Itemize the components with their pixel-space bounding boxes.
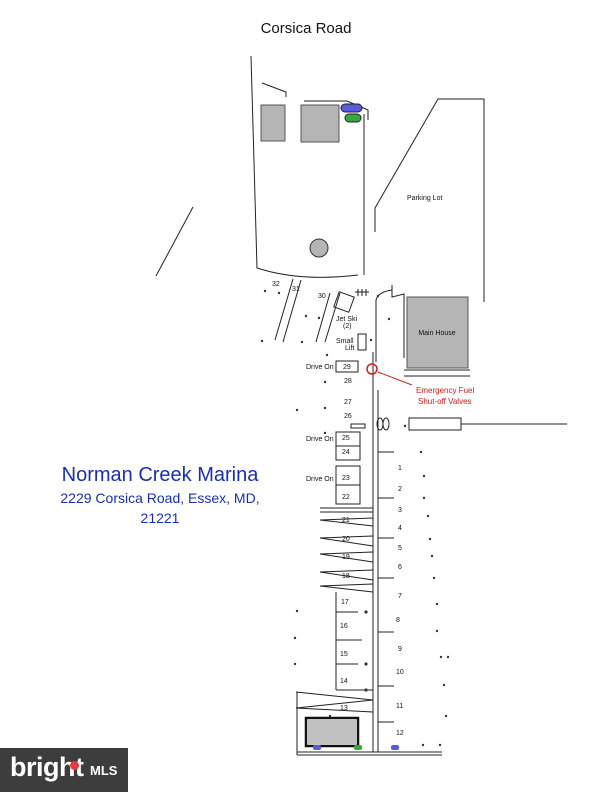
slip-dock-26 (350, 423, 366, 429)
slip-number-right: 9 (398, 646, 402, 653)
drive-on-29 (335, 360, 359, 373)
shoreline (155, 206, 194, 277)
slip-number-north: 32 (272, 281, 280, 288)
slip-number-left: 14 (340, 678, 348, 685)
boathouse-fill (308, 720, 356, 744)
main-house-label: Main House (418, 330, 455, 337)
main-house-building (406, 296, 469, 369)
slip-number-right: 3 (398, 507, 402, 514)
watermark-suffix: MLS (90, 763, 118, 778)
jetski-label: Jet Ski (336, 316, 357, 323)
house-lot (391, 285, 405, 358)
slip-number-right: 7 (398, 593, 402, 600)
finger-pier-30 (315, 292, 331, 343)
fuel-valve-icons (376, 417, 390, 431)
slip-number-right: 6 (398, 564, 402, 571)
slip-number-left: 21 (342, 517, 350, 524)
small-lift-label: Small (336, 338, 354, 345)
slip-number-left: 13 (340, 705, 348, 712)
finger-pier-31 (282, 279, 302, 343)
slip-fingers-lower (319, 507, 374, 593)
drive-on-label-25: Drive On (306, 436, 334, 443)
piling-dots (260, 289, 450, 747)
emergency-label-2: Shut-off Valves (418, 397, 472, 406)
marina-address: 2229 Corsica Road, Essex, MD, (60, 490, 260, 506)
lot-curb (261, 82, 287, 97)
parking-lot-outline (374, 98, 485, 302)
building-west (260, 104, 286, 142)
upper-lot-outline (250, 55, 359, 278)
drive-on-label-23: Drive On (306, 476, 334, 483)
marina-zip: 21221 (140, 510, 180, 526)
vehicle-green (344, 113, 362, 123)
right-side-fingers (378, 451, 394, 723)
jetski-lift (333, 291, 355, 313)
slip-number-right: 4 (398, 525, 402, 532)
fuel-tank (309, 238, 329, 258)
finger-pier-30 (324, 292, 341, 343)
marina-info: Norman Creek Marina 2229 Corsica Road, E… (40, 462, 280, 528)
vehicle-blue (340, 103, 363, 113)
small-lift-label-2: Lift (345, 345, 354, 352)
slip-number-left: 23 (342, 475, 350, 482)
slip-number-right: 8 (396, 617, 400, 624)
slip-number-right: 10 (396, 669, 404, 676)
parking-lot-label: Parking Lot (407, 195, 442, 202)
small-lift (357, 333, 367, 351)
jetski-count: (2) (343, 323, 352, 330)
slip-number-left: 22 (342, 494, 350, 501)
slip-number-right: 1 (398, 465, 402, 472)
slip-number-right: 5 (398, 545, 402, 552)
bright-mls-watermark: bright MLS (0, 748, 128, 792)
vehicle-blue-pier (391, 745, 399, 750)
slip-number-left: 29 (343, 364, 351, 371)
slip-lines (335, 592, 373, 691)
vehicle-green-south (354, 745, 362, 750)
slip-number-left: 16 (340, 623, 348, 630)
emergency-callout-line (377, 371, 413, 386)
slip-number-left: 18 (342, 573, 350, 580)
vehicle-blue-south (313, 745, 321, 750)
slip-number-left: 19 (342, 554, 350, 561)
walkway (375, 289, 393, 362)
slip-number-left: 24 (342, 449, 350, 456)
emergency-fuel-marker-icon (366, 363, 378, 375)
emergency-label: Emergency Fuel (416, 386, 474, 395)
slip-number-right: 12 (396, 730, 404, 737)
slip-number-north: 30 (318, 293, 326, 300)
boathouse (304, 716, 360, 748)
drive-on-label-29: Drive On (306, 364, 334, 371)
slip-number-north: 31 (292, 286, 300, 293)
slip-number-left: 20 (342, 536, 350, 543)
slip-number-left: 25 (342, 435, 350, 442)
slip-13 (295, 691, 374, 713)
slip-number-left: 28 (344, 378, 352, 385)
slip-number-left: 15 (340, 651, 348, 658)
slip-number-right: 2 (398, 486, 402, 493)
building-east (300, 104, 340, 143)
east-pier (408, 417, 462, 431)
marina-name: Norman Creek Marina (61, 464, 259, 486)
north-pier-stairs (355, 289, 369, 296)
slip-number-right: 11 (396, 703, 403, 710)
watermark-dot-icon (70, 761, 79, 770)
slip-number-left: 17 (341, 599, 349, 606)
finger-pier-32 (274, 278, 294, 341)
slip-number-left: 26 (344, 413, 352, 420)
slip-number-left: 27 (344, 399, 352, 406)
road-label: Corsica Road (260, 20, 352, 37)
